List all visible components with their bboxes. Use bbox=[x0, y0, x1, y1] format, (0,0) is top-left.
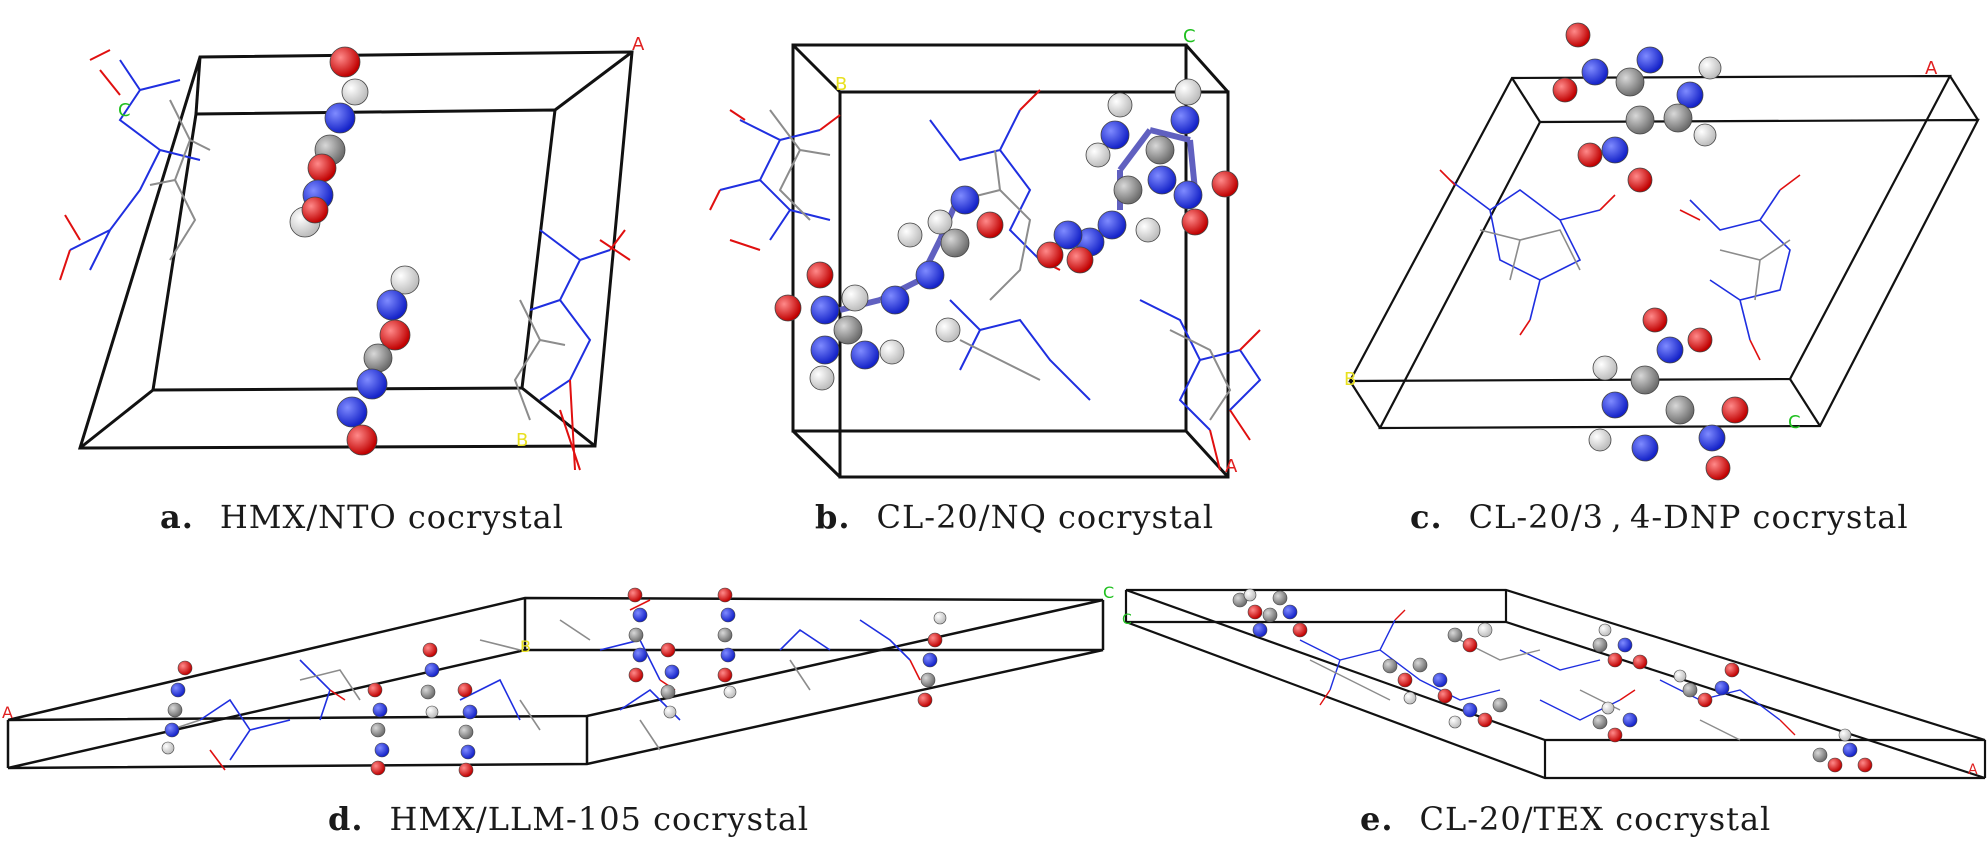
axis-label-b: B bbox=[516, 430, 528, 451]
panel-title: CL-20/3 , 4-DNP cocrystal bbox=[1468, 498, 1909, 536]
unit-cell-box bbox=[791, 43, 1230, 479]
unit-cell-box bbox=[1348, 74, 1980, 430]
ball-stick-molecules bbox=[1232, 588, 1873, 773]
axis-label-a: A bbox=[1968, 762, 1978, 778]
axis-label-b: B bbox=[520, 637, 531, 656]
panel-b-structure: B C A bbox=[709, 26, 1262, 479]
axis-label-c: C bbox=[1103, 583, 1114, 602]
panel-d-structure: A B C bbox=[2, 583, 1114, 778]
caption-a: a. HMX/NTO cocrystal bbox=[160, 498, 564, 536]
wireframe-molecules bbox=[59, 49, 631, 471]
ball-stick-molecules bbox=[161, 587, 947, 778]
panel-a-structure: C A B bbox=[59, 34, 645, 471]
panel-label: e. bbox=[1360, 800, 1394, 838]
panel-label: d. bbox=[328, 800, 364, 838]
panel-label: c. bbox=[1410, 498, 1443, 536]
panel-title: CL-20/NQ cocrystal bbox=[876, 498, 1215, 536]
ball-stick-molecules bbox=[289, 46, 420, 456]
panel-title: HMX/NTO cocrystal bbox=[219, 498, 564, 536]
panel-title: HMX/LLM-105 cocrystal bbox=[389, 800, 810, 838]
caption-b: b. CL-20/NQ cocrystal bbox=[815, 498, 1214, 536]
axis-label-b: B bbox=[835, 74, 847, 95]
axis-label-c: C bbox=[118, 100, 131, 121]
wireframe-molecules bbox=[1439, 169, 1801, 361]
unit-cell-box bbox=[1124, 588, 1987, 780]
axis-label-a: A bbox=[1225, 456, 1238, 477]
axis-label-c: C bbox=[1788, 412, 1801, 433]
wireframe-molecules bbox=[1299, 609, 1796, 741]
panel-e-structure: C A bbox=[1122, 588, 1987, 780]
axis-label-a: A bbox=[632, 34, 645, 55]
caption-d: d. HMX/LLM-105 cocrystal bbox=[328, 800, 809, 838]
ball-stick-molecules bbox=[1552, 22, 1749, 481]
panel-label: a. bbox=[160, 498, 194, 536]
axis-label-a: A bbox=[2, 703, 13, 722]
axis-label-a: A bbox=[1925, 58, 1938, 79]
axis-label-b: B bbox=[1344, 369, 1356, 390]
wireframe-molecules bbox=[709, 89, 1262, 471]
unit-cell-box bbox=[77, 50, 634, 450]
ball-stick-molecules bbox=[774, 78, 1239, 391]
caption-e: e. CL-20/TEX cocrystal bbox=[1360, 800, 1771, 838]
caption-c: c. CL-20/3 , 4-DNP cocrystal bbox=[1410, 498, 1909, 536]
panel-label: b. bbox=[815, 498, 851, 536]
axis-label-c: C bbox=[1183, 26, 1196, 47]
panel-title: CL-20/TEX cocrystal bbox=[1419, 800, 1772, 838]
axis-label-c: C bbox=[1122, 612, 1132, 628]
wireframe-molecules bbox=[169, 599, 921, 771]
panel-c-structure: A B C bbox=[1344, 22, 1980, 481]
